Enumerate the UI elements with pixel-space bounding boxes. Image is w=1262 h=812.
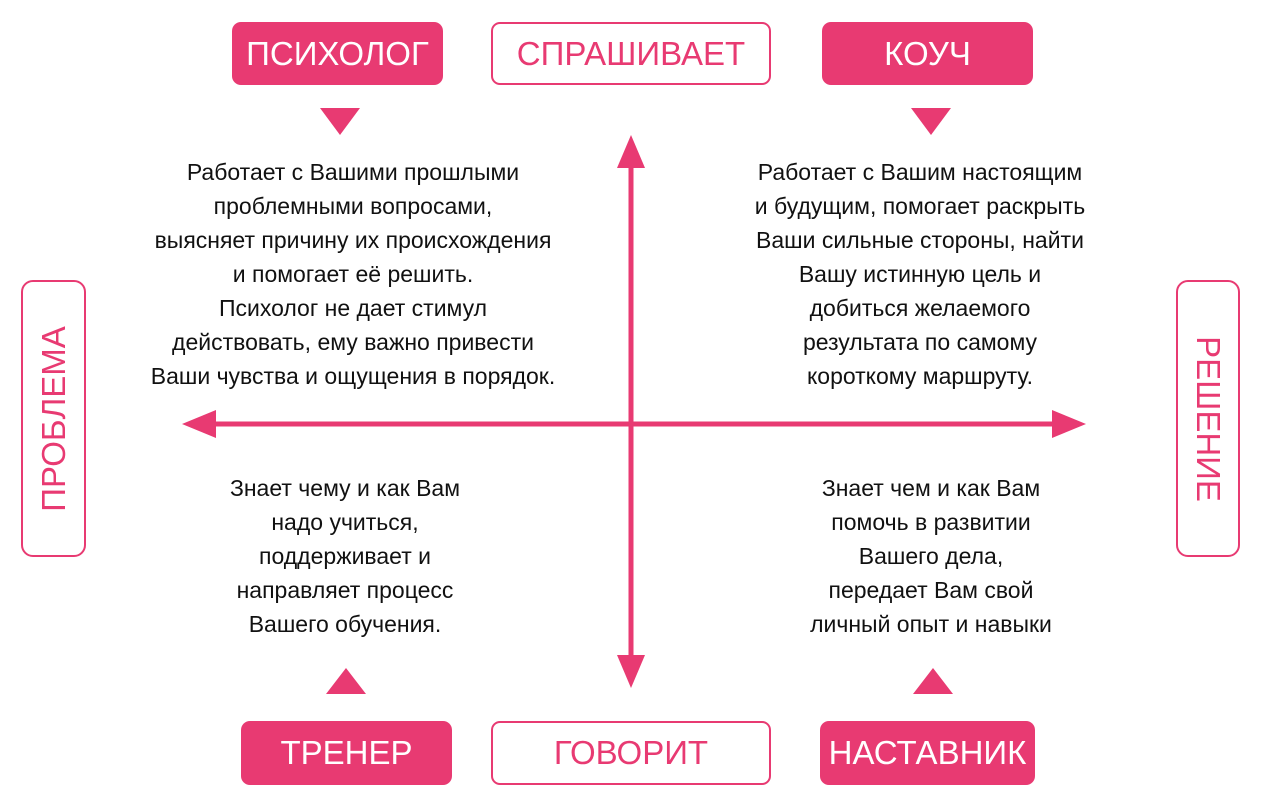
text-line: Вашего дела, xyxy=(858,543,1004,569)
text-line: направляет процесс xyxy=(236,577,454,603)
text-line: результата по самому xyxy=(802,329,1038,355)
problem-box: ПРОБЛЕМА xyxy=(21,280,86,557)
problem-label: ПРОБЛЕМА xyxy=(34,325,72,512)
coach-description: Работает с Вашим настоящим и будущим, по… xyxy=(755,155,1085,393)
text-line: добиться желаемого xyxy=(809,295,1031,321)
text-line: передает Вам свой xyxy=(828,577,1034,603)
text-line: Знает чем и как Вам xyxy=(821,475,1041,501)
coach-label: КОУЧ xyxy=(822,22,1033,85)
psychologist-label: ПСИХОЛОГ xyxy=(232,22,443,85)
text-line: Ваши сильные стороны, найти xyxy=(756,227,1084,253)
tells-label: ГОВОРИТ xyxy=(491,721,771,785)
text-line: Работает с Вашим настоящим xyxy=(757,159,1083,185)
psychologist-description: Работает с Вашими прошлыми проблемными в… xyxy=(151,155,556,393)
text-line: Знает чему и как Вам xyxy=(229,475,461,501)
text-line: помочь в развитии xyxy=(831,509,1031,535)
mentor-description: Знает чем и как Вам помочь в развитии Ва… xyxy=(810,471,1052,641)
arrow-up-icon xyxy=(617,135,645,168)
text-line: проблемными вопросами, xyxy=(213,193,493,219)
trainer-label: ТРЕНЕР xyxy=(241,721,452,785)
text-line: и помогает её решить. xyxy=(232,261,474,287)
text-line: Психолог не дает стимул xyxy=(218,295,488,321)
solution-box: РЕШЕНИЕ xyxy=(1176,280,1240,557)
text-line: надо учиться, xyxy=(271,509,419,535)
trainer-description: Знает чему и как Вам надо учиться, подде… xyxy=(230,471,460,641)
triangle-up-icon xyxy=(326,668,366,694)
text-line: Вашу истинную цель и xyxy=(798,261,1042,287)
text-line: выясняет причину их происхождения xyxy=(154,227,552,253)
text-line: личный опыт и навыки xyxy=(810,611,1052,637)
text-line: действовать, ему важно привести xyxy=(172,329,534,355)
text-line: поддерживает и xyxy=(259,543,431,569)
triangle-down-icon xyxy=(911,108,951,135)
triangle-down-icon xyxy=(320,108,360,135)
text-line: Работает с Вашими прошлыми xyxy=(186,159,520,185)
arrow-down-icon xyxy=(617,655,645,688)
text-line: Вашего обучения. xyxy=(248,611,442,637)
arrow-right-icon xyxy=(1052,410,1086,438)
solution-label: РЕШЕНИЕ xyxy=(1190,335,1227,502)
text-line: и будущим, помогает раскрыть xyxy=(754,193,1086,219)
triangle-up-icon xyxy=(913,668,953,694)
text-line: короткому маршруту. xyxy=(806,363,1034,389)
text-line: Ваши чувства и ощущения в порядок. xyxy=(150,363,556,389)
mentor-label: НАСТАВНИК xyxy=(820,721,1035,785)
arrow-left-icon xyxy=(182,410,216,438)
asks-label: СПРАШИВАЕТ xyxy=(491,22,771,85)
